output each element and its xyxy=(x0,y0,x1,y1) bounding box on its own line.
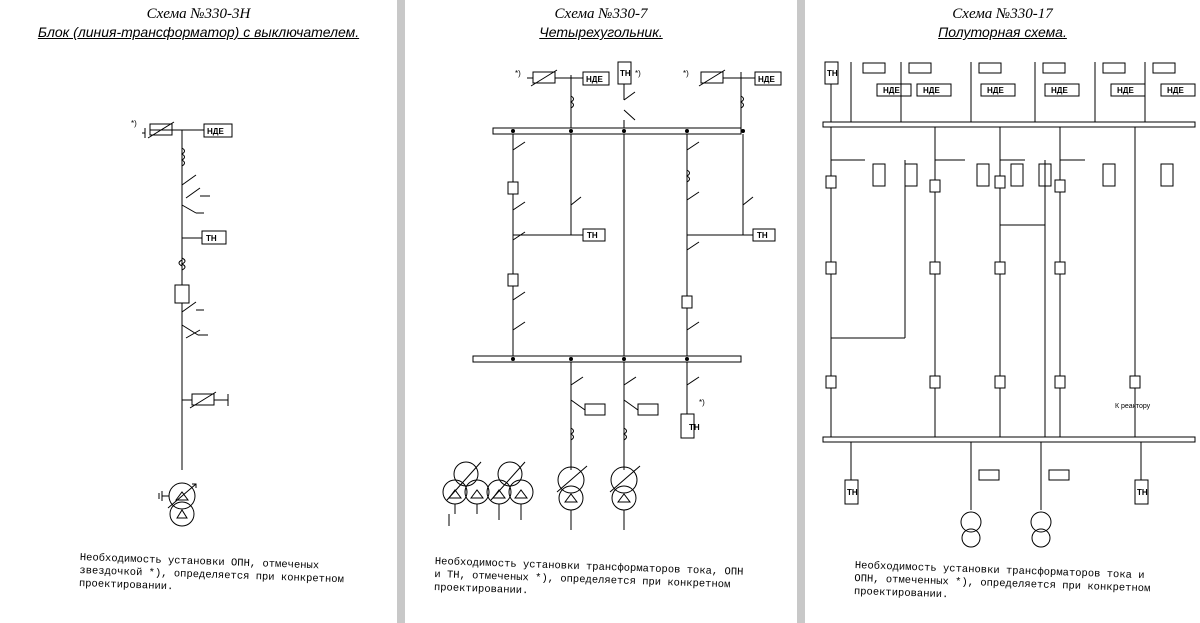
sheet-1-title: Схема №330-3Н xyxy=(146,6,251,22)
sheet-3-tn-label-bottom-left: ТН xyxy=(847,488,858,497)
sheet-3-hde-6: НДЕ xyxy=(1167,86,1184,95)
sheet-1-hde-label: НДЕ xyxy=(207,127,224,136)
sheet-2-tn-label-left: ТН xyxy=(587,231,598,240)
sheet-3-hde-3: НДЕ xyxy=(987,86,1004,95)
scheme-330-17-diagram: ТН НДЕ НДЕ НДЕ НДЕ НДЕ НДЕ К реактору ТН… xyxy=(822,61,1196,548)
sheet-330-17: Схема №330-17 Полуторная схема. xyxy=(805,0,1200,623)
sheet-3-hde-4: НДЕ xyxy=(1051,86,1068,95)
scheme-330-7-diagram: *) НДЕ ТН *) *) НДЕ ТН ТН ТН *) xyxy=(442,61,782,530)
sheet-1-star-label-top: *) xyxy=(131,119,137,128)
sheet-330-3n: Схема №330-3Н Блок (линия-трансформатор)… xyxy=(0,0,397,623)
sheet-2-star-label-1: *) xyxy=(515,69,521,78)
sheet-3-subtitle: Полуторная схема. xyxy=(938,24,1067,40)
sheet-330-7: Схема №330-7 Четырехугольник. xyxy=(405,0,797,623)
sheet-2-hde-label-1: НДЕ xyxy=(586,75,603,84)
sheet-2-star-label-2: *) xyxy=(635,69,641,78)
sheet-3-tn-label-bottom-right: ТН xyxy=(1137,488,1148,497)
scheme-330-3n-diagram: *) НДЕ ТН xyxy=(131,119,233,527)
sheet-3-hde-5: НДЕ xyxy=(1117,86,1134,95)
sheet-3-tn-label-top: ТН xyxy=(827,69,838,78)
sheet-2-tn-label-right: ТН xyxy=(757,231,768,240)
sheet-2-hde-label-2: НДЕ xyxy=(758,75,775,84)
sheet-2-title: Схема №330-7 xyxy=(554,6,648,22)
sheet-2-star-label-4: *) xyxy=(699,398,705,407)
sheet-2-subtitle: Четырехугольник. xyxy=(539,24,663,40)
sheet-2-star-label-3: *) xyxy=(683,69,689,78)
sheet-3-reactor-label: К реактору xyxy=(1115,403,1151,410)
sheet-1-subtitle: Блок (линия-трансформатор) с выключателе… xyxy=(37,24,360,40)
sheet-2-tn-label-bottom: ТН xyxy=(689,423,700,432)
sheet-3-title: Схема №330-17 xyxy=(952,6,1053,22)
sheet-2-tn-label-top: ТН xyxy=(620,69,631,78)
sheet-3-hde-2: НДЕ xyxy=(923,86,940,95)
sheet-1-tn-label: ТН xyxy=(206,234,217,243)
sheet-3-hde-1: НДЕ xyxy=(883,86,900,95)
